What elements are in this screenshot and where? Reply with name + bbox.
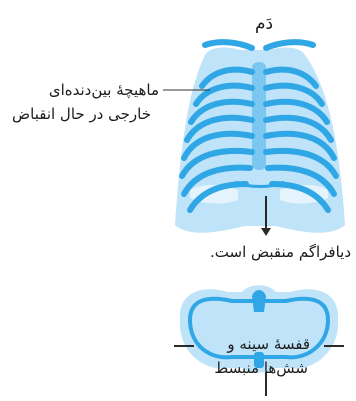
inhale-label: دَم: [255, 14, 273, 34]
muscle-label-line1: ماهیچهٔ بین‌دنده‌ای: [49, 80, 159, 100]
spine-top: [252, 290, 266, 312]
muscle-label-line2: خارجی در حال انقباض: [12, 104, 151, 124]
chest-label-line2: شش‌ها منبسط: [214, 358, 308, 378]
chest-label-line1: قفسهٔ سینه و: [227, 334, 310, 354]
collarbone-left: [205, 42, 252, 48]
diaphragm-label: دیافراگم منقبض است.: [210, 242, 351, 262]
collarbone-right: [266, 42, 313, 48]
diaphragm-arrow-head: [261, 228, 271, 236]
rib-cage-front: [163, 42, 345, 236]
